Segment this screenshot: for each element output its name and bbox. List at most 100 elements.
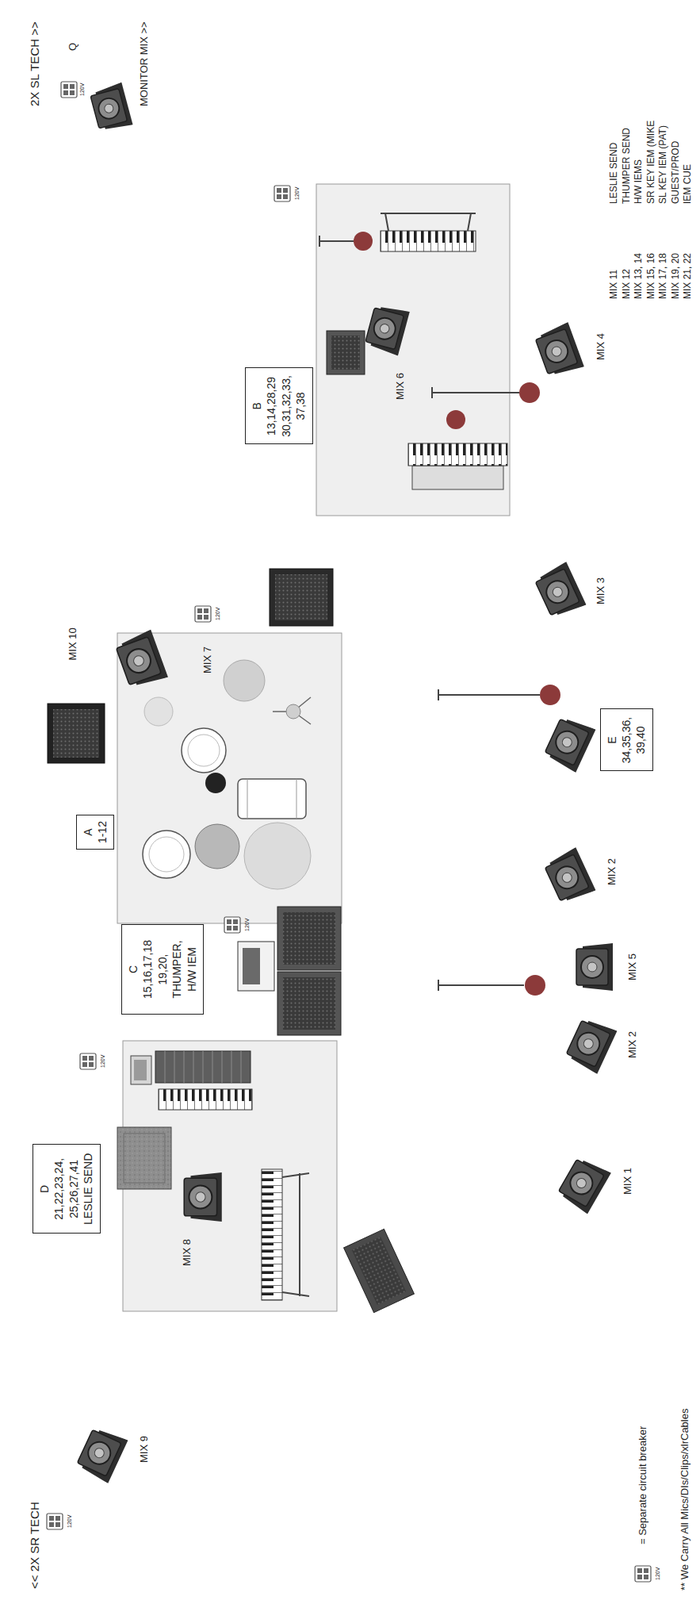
mix-label-wrap: MIX 3	[594, 577, 608, 605]
table-cell-wrap: THUMPER SEND	[620, 127, 632, 204]
power-outlet-icons-part	[274, 185, 291, 202]
bass-rig	[237, 906, 341, 1035]
monitor-wedges-part	[114, 629, 169, 691]
side-tech-label-wrap: 2X SL TECH >>	[27, 21, 43, 107]
keys-left-gear	[117, 1050, 414, 1313]
monitor-wedges-part-part	[88, 82, 133, 134]
mix-label-wrap: MIX 9	[137, 1434, 151, 1462]
table-cell: MIX 15, 16	[645, 252, 657, 299]
drum-kit-part	[205, 772, 226, 793]
side-tech-label: 2X SL TECH >>	[27, 21, 42, 107]
box-letter: D	[37, 1149, 52, 1227]
table-cell-wrap: LESLIE SEND	[608, 142, 620, 204]
monitor-mix-label: MONITOR MIX >>	[137, 21, 150, 107]
monitor-wedges-part	[532, 561, 586, 620]
mix-label: MIX 6	[393, 372, 407, 400]
drum-kit-part	[142, 830, 191, 878]
voltage-label: 120V	[214, 607, 221, 620]
monitor-wedges-part	[542, 846, 596, 906]
channel-box: A1-12	[76, 814, 115, 850]
monitor-wedges-part	[576, 942, 613, 991]
monitor-wedges	[74, 82, 617, 1483]
mix-label: Q	[66, 42, 79, 51]
keys-left-gear-part	[261, 1168, 310, 1300]
table-cell: SL KEY IEM (PAT)	[657, 125, 669, 204]
keys-left-gear-part	[158, 1088, 253, 1110]
drum-kit-part	[195, 823, 240, 869]
keys-right-gear-part-part	[380, 230, 476, 252]
channel-box: E34,35,36, 39,40	[600, 708, 654, 772]
voltage-label: 120V	[99, 1054, 106, 1068]
bass-rig-part	[277, 971, 341, 1035]
channel-list: 13,14,28,29 30,31,32,33, 37,38	[263, 373, 308, 438]
drum-kit-part	[237, 778, 307, 819]
table-cell-wrap: H/W IEMS	[632, 159, 644, 204]
table-cell: MIX 17, 18	[657, 252, 669, 299]
table-cell-wrap: MIX 21, 22	[681, 252, 693, 299]
legend-text: = Separate circuit breaker	[636, 1425, 649, 1544]
side-tech-label: << 2X SR TECH	[27, 1500, 42, 1588]
table-cell: MIX 11	[608, 269, 620, 299]
mic-stands	[319, 231, 561, 995]
keys-right-gear-part	[380, 230, 476, 252]
keys-right-gear	[326, 213, 508, 490]
mix-label: MIX 1	[621, 1166, 634, 1194]
keys-left-gear-part	[133, 1059, 147, 1080]
note-text-wrap: ** We Carry All Mics/DIs/Clips/xlrCables	[678, 1407, 692, 1590]
keys-left-gear-part	[123, 1132, 165, 1182]
mic-stands-part	[446, 409, 466, 429]
drum-kit-part	[269, 568, 333, 626]
monitor-mix-label-wrap: MONITOR MIX >>	[137, 21, 151, 107]
bass-rig-part	[283, 976, 336, 1029]
power-outlet-icons-part	[634, 1564, 651, 1581]
monitor-wedges-part-part	[183, 1171, 222, 1221]
side-tech-label-wrap: << 2X SR TECH	[27, 1500, 43, 1588]
drum-kit-part	[187, 734, 220, 766]
keys-left-gear-part	[117, 1126, 172, 1189]
table-cell: MIX 19, 20	[669, 252, 681, 299]
monitor-wedges-part	[88, 82, 133, 134]
keys-left-gear-part	[155, 1050, 251, 1083]
monitor-wedges-part-part	[114, 629, 169, 691]
mix-label: MIX 7	[201, 646, 215, 674]
table-cell-wrap: MIX 12	[620, 268, 632, 299]
keys-left-gear-part	[130, 1055, 152, 1084]
keys-right-gear-part	[412, 465, 504, 490]
table-cell: MIX 13, 14	[632, 252, 644, 299]
drum-kit-part	[272, 696, 311, 724]
keys-left-gear-part-part	[344, 1227, 415, 1312]
riser: MIX 7	[117, 632, 342, 923]
keys-right-gear-part	[380, 213, 476, 231]
power-outlet-icons-part	[224, 916, 241, 933]
table-cell-wrap: MIX 11	[608, 269, 620, 299]
table-cell-wrap: MIX 13, 14	[632, 252, 644, 299]
bass-rig-part	[283, 911, 336, 964]
table-cell: MIX 12	[620, 268, 632, 299]
drum-kit	[47, 568, 333, 889]
monitor-wedges-part-part	[542, 846, 596, 906]
keys-left-gear-part-part	[158, 1088, 253, 1110]
power-outlet-icons-part	[195, 605, 211, 622]
bass-rig-part	[242, 947, 261, 984]
channel-list: 1-12	[95, 820, 110, 843]
power-outlet-icons	[46, 81, 651, 1581]
keys-right-gear-part-part	[408, 443, 508, 466]
mix-label-wrap: MIX 2	[626, 1030, 639, 1058]
mix-label: MIX 5	[626, 952, 639, 980]
voltage-label: 120V	[66, 1514, 73, 1527]
drum-kit-part	[244, 822, 311, 889]
voltage-label: 120V	[79, 83, 85, 96]
note-text: ** We Carry All Mics/DIs/Clips/xlrCables	[678, 1407, 691, 1590]
table-cell-wrap: MIX 15, 16	[645, 252, 657, 299]
table-cell: H/W IEMS	[632, 159, 644, 204]
legend-row: = Separate circuit breaker	[636, 1425, 650, 1544]
mix-label-wrap: MIX 1	[621, 1166, 635, 1194]
table-cell-wrap: MIX 19, 20	[669, 252, 681, 299]
mix-label: MIX 10	[66, 627, 79, 660]
mix-label-wrap: MIX 2	[605, 857, 619, 885]
monitor-wedges-part	[74, 1423, 128, 1483]
drum-kit-part	[144, 696, 173, 726]
riser-platforms	[117, 183, 510, 1311]
